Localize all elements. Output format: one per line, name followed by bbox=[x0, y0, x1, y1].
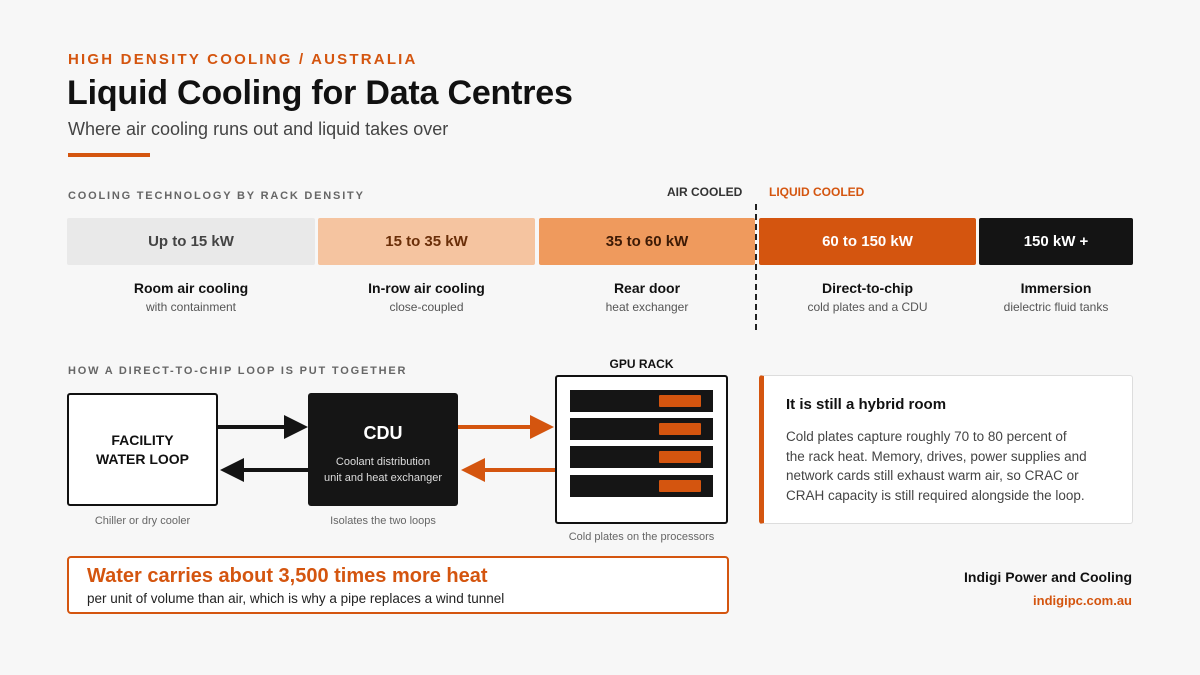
rack-server bbox=[570, 475, 713, 497]
tier-title: In-row air cooling bbox=[368, 280, 485, 296]
facility-line-2: WATER LOOP bbox=[95, 450, 190, 467]
callout-detail: per unit of volume than air, which is wh… bbox=[87, 591, 505, 606]
density-section-label: COOLING TECHNOLOGY BY RACK DENSITY bbox=[68, 190, 365, 202]
cdu-to-facility-arrow bbox=[220, 458, 308, 482]
tier-description: Direct-to-chip cold plates and a CDU bbox=[759, 280, 976, 314]
tier-range: Up to 15 kW bbox=[148, 233, 234, 250]
tier-subtitle: heat exchanger bbox=[605, 300, 689, 314]
card-title: It is still a hybrid room bbox=[786, 396, 947, 413]
tier-range: 60 to 150 kW bbox=[822, 233, 913, 250]
rack-server bbox=[570, 390, 713, 412]
cdu-title: CDU bbox=[363, 423, 403, 443]
tier-range: 15 to 35 kW bbox=[385, 233, 468, 250]
cdu-sub-line-2: unit and heat exchanger bbox=[323, 472, 443, 484]
gpu-rack bbox=[555, 375, 728, 524]
cdu-sub-line-1: Coolant distribution bbox=[335, 456, 431, 468]
tier-subtitle: dielectric fluid tanks bbox=[1003, 300, 1109, 314]
cold-plate bbox=[659, 423, 701, 435]
cold-plate bbox=[659, 480, 701, 492]
tier-range: 35 to 60 kW bbox=[605, 233, 689, 250]
liquid-cooled-label: LIQUID COOLED bbox=[769, 185, 865, 199]
tier-title: Rear door bbox=[613, 280, 681, 296]
rack-server bbox=[570, 446, 713, 468]
tier-15-to-35kw: 15 to 35 kW bbox=[318, 218, 535, 265]
cdu-to-rack-arrow bbox=[458, 415, 554, 439]
brand-url[interactable]: indigipc.com.au bbox=[1033, 593, 1132, 608]
tier-title: Direct-to-chip bbox=[822, 280, 913, 296]
page-title: Liquid Cooling for Data Centres bbox=[67, 74, 573, 112]
tier-title: Immersion bbox=[1020, 280, 1092, 296]
tier-subtitle: with containment bbox=[145, 300, 237, 314]
air-liquid-divider bbox=[755, 204, 757, 330]
facility-water-loop-box: FACILITY WATER LOOP bbox=[67, 393, 218, 506]
loop-section-label: HOW A DIRECT-TO-CHIP LOOP IS PUT TOGETHE… bbox=[68, 365, 408, 377]
facility-line-1: FACILITY bbox=[111, 431, 174, 448]
facility-caption: Chiller or dry cooler bbox=[94, 515, 191, 527]
hybrid-room-card: It is still a hybrid room Cold plates ca… bbox=[759, 375, 1133, 524]
card-line: Cold plates capture roughly 70 to 80 per… bbox=[786, 429, 1067, 444]
tier-description: In-row air cooling close-coupled bbox=[318, 280, 535, 314]
rack-caption: Cold plates on the processors bbox=[568, 531, 715, 543]
tier-60-to-150kw: 60 to 150 kW bbox=[759, 218, 976, 265]
tier-range: 150 kW + bbox=[1023, 233, 1089, 250]
brand-name: Indigi Power and Cooling bbox=[964, 569, 1132, 585]
card-line: network cards still exhaust warm air, so… bbox=[786, 468, 1079, 483]
card-body: Cold plates capture roughly 70 to 80 per… bbox=[786, 427, 1110, 505]
accent-rule bbox=[68, 153, 150, 157]
rack-to-cdu-arrow bbox=[461, 458, 555, 482]
air-cooled-label: AIR COOLED bbox=[667, 185, 743, 199]
cold-plate bbox=[659, 451, 701, 463]
tier-description: Rear door heat exchanger bbox=[539, 280, 755, 314]
tier-subtitle: close-coupled bbox=[389, 300, 464, 314]
tier-title: Room air cooling bbox=[133, 280, 249, 296]
heat-capacity-callout: Water carries about 3,500 times more hea… bbox=[67, 556, 729, 614]
facility-to-cdu-arrow bbox=[218, 415, 308, 439]
callout-headline: Water carries about 3,500 times more hea… bbox=[87, 565, 488, 587]
card-line: the rack heat. Memory, drives, power sup… bbox=[786, 448, 1087, 464]
page-subtitle: Where air cooling runs out and liquid ta… bbox=[68, 119, 449, 139]
cdu-box: CDU Coolant distribution unit and heat e… bbox=[308, 393, 458, 506]
tier-150kw-plus: 150 kW + bbox=[979, 218, 1133, 265]
rack-server bbox=[570, 418, 713, 440]
card-line: CRAH capacity is still required alongsid… bbox=[786, 487, 1085, 503]
tier-description: Room air cooling with containment bbox=[67, 280, 315, 314]
tier-up-to-15kw: Up to 15 kW bbox=[67, 218, 315, 265]
cold-plate bbox=[659, 395, 701, 407]
eyebrow-label: HIGH DENSITY COOLING / AUSTRALIA bbox=[68, 51, 418, 68]
cdu-caption: Isolates the two loops bbox=[330, 515, 436, 527]
gpu-rack-label: GPU RACK bbox=[609, 357, 674, 371]
tier-subtitle: cold plates and a CDU bbox=[807, 300, 928, 314]
tier-35-to-60kw: 35 to 60 kW bbox=[539, 218, 755, 265]
tier-description: Immersion dielectric fluid tanks bbox=[979, 280, 1133, 314]
